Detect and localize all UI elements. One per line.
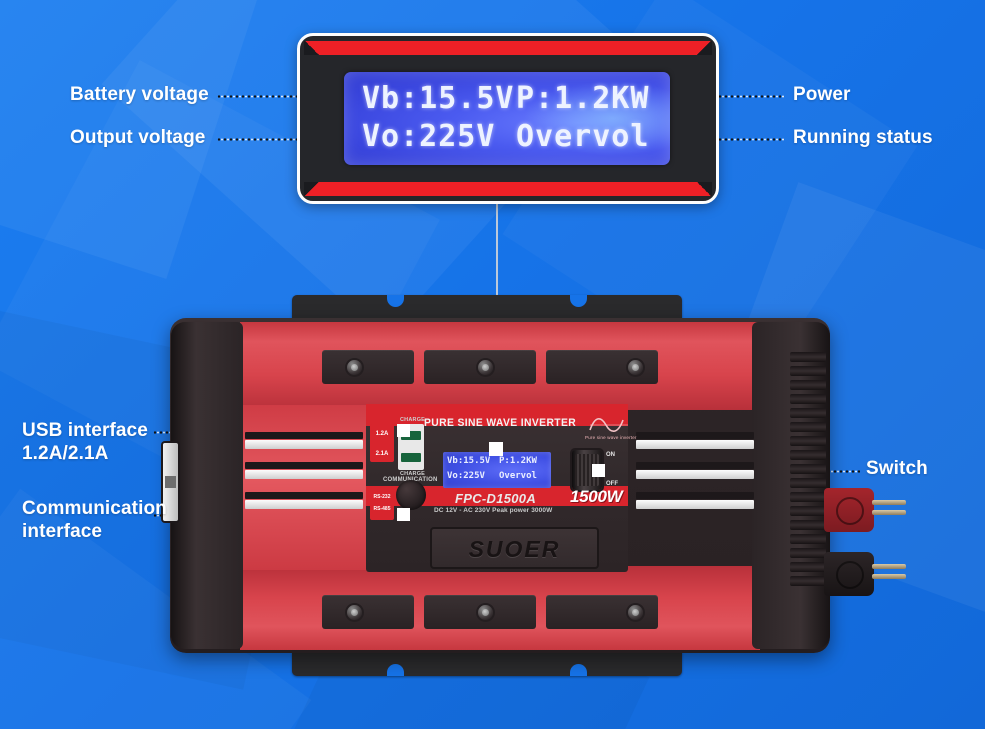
brand-plate: SUOER: [430, 527, 599, 569]
callout-output-voltage: Output voltage: [70, 127, 206, 148]
device-lcd-line2-left: Vo:225V: [447, 471, 485, 481]
chassis-left-bezel: [171, 322, 243, 649]
heatsink-fin-13: [790, 520, 826, 530]
callout-power: Power: [793, 84, 851, 105]
lcd-line2-left: Vo:225V: [362, 119, 496, 154]
device-lcd-line1-left: Vb:15.5V: [447, 456, 491, 466]
wave-icon-caption: Pure sine wave inverter: [585, 435, 637, 440]
model-specs: DC 12V - AC 230V Peak power 3000W: [434, 507, 553, 514]
vent-left-2: [245, 470, 363, 479]
heatsink-fin-16: [790, 562, 826, 572]
screw-top-right: [628, 360, 643, 375]
vent-left-3: [245, 500, 363, 509]
leader-output-voltage: [216, 138, 364, 141]
heatsink-fin-1: [790, 352, 826, 362]
screw-top-left: [347, 360, 362, 375]
heatsink-fin-12: [790, 506, 826, 516]
terminal-positive-bolt-1: [872, 500, 906, 505]
comm-port[interactable]: [396, 480, 426, 510]
callout-switch: Switch: [866, 458, 928, 479]
marker-communication: [397, 508, 410, 521]
terminal-positive[interactable]: [824, 488, 874, 532]
terminal-negative[interactable]: [824, 552, 874, 596]
brand-logo-text: SUOER: [468, 536, 561, 562]
heatsink-fin-9: [790, 464, 826, 474]
screw-bottom-right: [628, 605, 643, 620]
device-lcd-display: Vb:15.5V P:1.2KW Vo:225V Overvol: [443, 452, 551, 488]
face-red-band-top: [366, 404, 628, 426]
popup-accent-top: [304, 41, 712, 55]
heatsink-fin-17: [790, 576, 826, 586]
switch-on-label: ON: [606, 452, 615, 458]
screw-plate-bottom-left: [322, 595, 414, 629]
marker-switch: [592, 464, 605, 477]
rib-left-1: [245, 432, 363, 439]
marker-lcd-popup-connector: [489, 442, 503, 456]
wattage-badge: 1500W: [570, 487, 623, 506]
rib-right-2: [636, 462, 754, 469]
leader-battery-voltage: [216, 95, 364, 98]
heatsink-fin-8: [790, 450, 826, 460]
heatsink-fin-3: [790, 380, 826, 390]
terminal-negative-bolt-2: [872, 574, 906, 579]
rib-left-2: [245, 462, 363, 469]
lcd-line1-right: P:1.2KW: [516, 81, 650, 116]
face-red-band-mid: [366, 486, 628, 506]
vent-right-3: [636, 500, 754, 509]
callout-battery-voltage: Battery voltage: [70, 84, 209, 105]
switch-off-label: OFF: [606, 481, 618, 487]
terminal-positive-bolt-2: [872, 510, 906, 515]
device-lcd-line1-right: P:1.2KW: [499, 456, 537, 466]
lcd-backlight-glow: [523, 81, 670, 156]
heatsink-fin-6: [790, 422, 826, 432]
rib-right-3: [636, 492, 754, 499]
heatsink-fin-15: [790, 548, 826, 558]
heatsink-fin-10: [790, 478, 826, 488]
callout-communication-interface: Communication interface: [22, 498, 167, 542]
usb-port-1-rating: 1.2A: [372, 430, 392, 439]
lcd-popup-panel: Vb:15.5V P:1.2KW Vo:225V Overvol: [297, 33, 719, 204]
lcd-screen: Vb:15.5V P:1.2KW Vo:225V Overvol: [344, 72, 670, 165]
heatsink-fin-2: [790, 366, 826, 376]
chassis-red-left: [240, 405, 370, 570]
side-communication-port: [163, 443, 178, 521]
terminal-negative-bolt-1: [872, 564, 906, 569]
callout-usb-interface: USB interface 1.2A/2.1A: [22, 420, 148, 464]
usb-top-caption: CHARGE: [400, 417, 426, 423]
usb-bottom-caption: CHARGE: [400, 471, 426, 477]
lcd-line1-left: Vb:15.5V: [362, 81, 515, 116]
screw-bottom-left: [347, 605, 362, 620]
usb-port-2-rating: 2.1A: [372, 450, 392, 459]
device-lcd-line2-right: Overvol: [499, 471, 537, 481]
callout-running-status: Running status: [793, 127, 933, 148]
screw-top-mid: [478, 360, 493, 375]
model-number: FPC-D1500A: [455, 491, 537, 506]
screw-bottom-mid: [478, 605, 493, 620]
heatsink-fin-4: [790, 394, 826, 404]
heatsink-fin-14: [790, 534, 826, 544]
sine-wave-icon: [589, 418, 628, 432]
rib-right-1: [636, 432, 754, 439]
popup-accent-bottom: [304, 182, 712, 196]
aux-label-bottom: RS-485: [372, 505, 392, 513]
rib-left-3: [245, 492, 363, 499]
heatsink-fin-11: [790, 492, 826, 502]
vent-right-2: [636, 470, 754, 479]
marker-usb: [397, 424, 410, 437]
heatsink-fin-5: [790, 408, 826, 418]
lcd-line2-right: Overvol: [516, 119, 650, 154]
vent-left-1: [245, 440, 363, 449]
screw-plate-top-left: [322, 350, 414, 384]
aux-label-top: RS-232: [372, 493, 392, 501]
panel-title: PURE SINE WAVE INVERTER: [424, 417, 577, 429]
vent-right-1: [636, 440, 754, 449]
heatsink-fin-7: [790, 436, 826, 446]
